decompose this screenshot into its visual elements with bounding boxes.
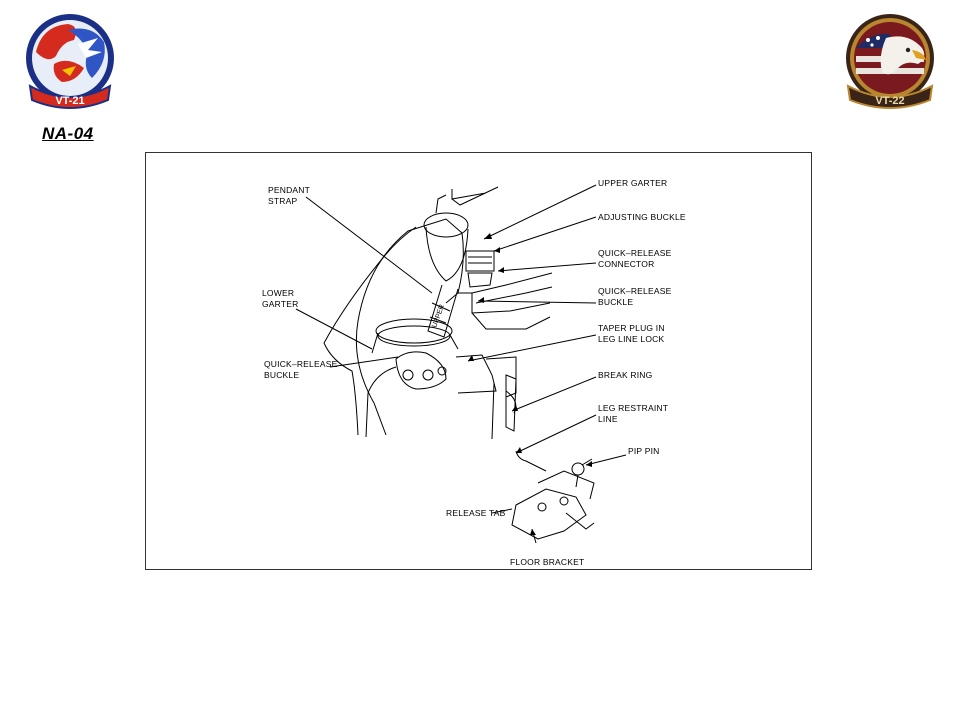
vt21-squadron-logo: VT-21: [22, 12, 118, 116]
svg-text:VT-22: VT-22: [875, 95, 904, 107]
label-release-tab: RELEASE TAB: [446, 508, 506, 518]
leg-restraint-illustration: UPPER: [295, 184, 627, 544]
label-pip-pin: PIP PIN: [628, 446, 660, 456]
label-adjusting-buckle: ADJUSTING BUCKLE: [598, 212, 686, 222]
svg-text:UPPER: UPPER: [431, 304, 446, 329]
svg-text:VT-21: VT-21: [55, 95, 84, 107]
slide-code: NA-04: [42, 124, 94, 143]
vt22-squadron-logo: VT-22: [842, 12, 938, 116]
label-upper-garter: UPPER GARTER: [598, 178, 668, 188]
label-break-ring: BREAK RING: [598, 370, 653, 380]
label-floor-bracket: FLOOR BRACKET: [510, 557, 585, 567]
leg-restraint-diagram: UPPER: [145, 152, 812, 570]
